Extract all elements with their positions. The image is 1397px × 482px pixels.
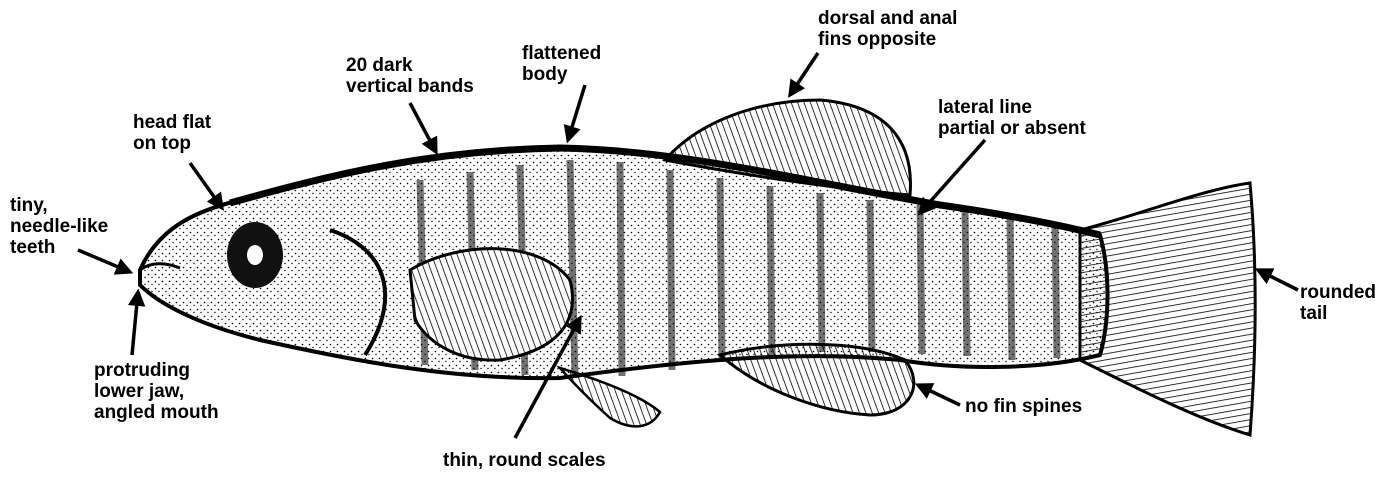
arrow-fins [790,53,818,95]
arrow-spines [918,385,960,405]
label-spines: no fin spines [965,396,1082,417]
arrow-head [190,163,222,208]
label-scales: thin, round scales [443,450,606,471]
arrow-body [568,85,585,140]
arrow-tail [1258,270,1298,290]
arrow-bands [410,103,436,152]
arrow-jaw [132,292,138,355]
arrow-lateral [920,140,985,213]
